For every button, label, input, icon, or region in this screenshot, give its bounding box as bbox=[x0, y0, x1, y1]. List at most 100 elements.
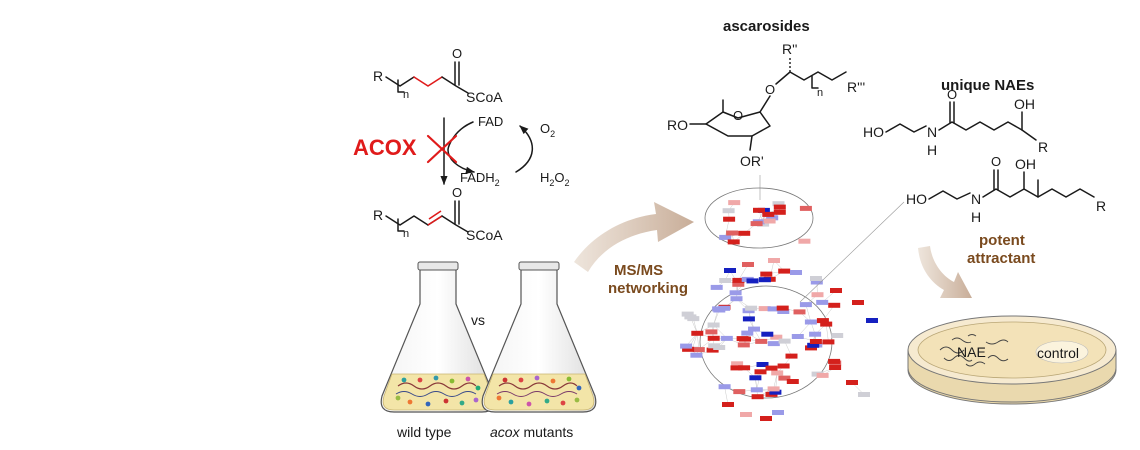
network-node bbox=[829, 365, 842, 370]
network-node bbox=[724, 268, 736, 273]
network-node bbox=[772, 201, 785, 207]
network-node bbox=[820, 321, 833, 327]
network-node bbox=[760, 416, 772, 421]
network-node bbox=[730, 365, 743, 371]
network-node bbox=[719, 234, 732, 240]
substrate-oxygen-label: O bbox=[452, 46, 462, 61]
network-node bbox=[713, 345, 726, 350]
network-edge bbox=[773, 372, 778, 389]
network-node bbox=[793, 309, 806, 315]
network-node bbox=[767, 341, 780, 347]
network-node bbox=[810, 279, 823, 285]
network-node bbox=[710, 284, 723, 290]
network-node bbox=[738, 365, 751, 371]
network-node bbox=[770, 334, 783, 340]
network-node bbox=[804, 319, 817, 325]
product-structure: R n O SCoA bbox=[373, 185, 503, 243]
nae1-o: O bbox=[947, 87, 957, 102]
substrate-n-label: n bbox=[403, 89, 409, 101]
acox-italic-label: acox bbox=[490, 424, 521, 440]
naes-title: unique NAEs bbox=[941, 77, 1034, 94]
fadh2-label: FADH bbox=[460, 170, 495, 185]
network-node bbox=[723, 216, 736, 222]
potent-label-line1: potent bbox=[979, 232, 1025, 249]
h2o2-o: O bbox=[554, 170, 564, 185]
network-edge bbox=[725, 219, 730, 238]
dish-arrow-icon bbox=[918, 246, 972, 298]
substrate-r-label: R bbox=[373, 68, 383, 84]
ascaroside-ring-o: O bbox=[733, 108, 743, 123]
network-node bbox=[830, 288, 842, 293]
network-node bbox=[790, 270, 802, 275]
network-node bbox=[772, 410, 784, 415]
flask-acox-mutants bbox=[481, 261, 597, 413]
nae2-n: N bbox=[971, 191, 981, 207]
network-node bbox=[765, 365, 778, 371]
network-node bbox=[791, 334, 804, 339]
network-edge bbox=[692, 333, 698, 350]
network-node bbox=[750, 387, 763, 393]
network-node bbox=[778, 375, 791, 381]
nae1-h: H bbox=[927, 142, 937, 158]
network-node bbox=[753, 207, 765, 213]
network-node bbox=[758, 306, 771, 312]
network-node bbox=[866, 318, 878, 323]
network-node bbox=[761, 331, 774, 337]
flask-wild-type bbox=[380, 261, 496, 413]
network-edge bbox=[822, 305, 835, 321]
network-node bbox=[786, 379, 799, 384]
substrate-scoa-label: SCoA bbox=[466, 89, 503, 105]
network-cluster-small bbox=[704, 187, 814, 249]
network-node bbox=[767, 306, 780, 312]
h2o2-sub-a: 2 bbox=[549, 178, 554, 188]
nae1-oh: OH bbox=[1014, 96, 1035, 112]
network-node bbox=[799, 205, 812, 211]
product-n-label: n bbox=[403, 228, 409, 240]
network-node bbox=[809, 331, 822, 337]
fad-label: FAD bbox=[478, 114, 503, 129]
network-node bbox=[755, 338, 768, 344]
network-node bbox=[742, 316, 755, 322]
network-edge bbox=[697, 333, 699, 350]
network-edge bbox=[755, 377, 758, 397]
vs-label: vs bbox=[471, 312, 485, 328]
petri-dish bbox=[907, 315, 1117, 405]
network-node bbox=[858, 392, 870, 397]
network-node bbox=[828, 302, 841, 308]
nae2-ho: HO bbox=[906, 191, 927, 207]
network-node bbox=[769, 389, 782, 395]
network-node bbox=[799, 302, 812, 308]
network-edge bbox=[825, 324, 829, 342]
h2o2-sub-b: 2 bbox=[565, 178, 570, 188]
nae1-r: R bbox=[1038, 139, 1048, 155]
nae2-r: R bbox=[1096, 198, 1106, 214]
product-oxygen-label: O bbox=[452, 185, 462, 200]
network-node bbox=[785, 353, 798, 359]
network-edge bbox=[724, 386, 729, 405]
network-node bbox=[778, 338, 791, 344]
network-node bbox=[809, 339, 822, 344]
ascaroside-structure: RO OR' O O R'' n R''' bbox=[667, 41, 865, 169]
network-node bbox=[737, 342, 750, 348]
network-node bbox=[852, 300, 864, 305]
wild-type-label: wild type bbox=[396, 424, 452, 440]
network-node bbox=[722, 402, 734, 407]
ascaroside-n: n bbox=[817, 87, 823, 99]
network-node bbox=[810, 276, 822, 281]
network-node bbox=[766, 215, 779, 221]
network-node bbox=[773, 204, 786, 210]
network-node bbox=[691, 330, 704, 336]
acox-reaction: FAD FADH2 ACOX O2 H2O2 bbox=[353, 114, 570, 188]
network-node bbox=[773, 209, 786, 215]
network-node bbox=[811, 292, 824, 298]
ascaroside-r2: R'' bbox=[782, 41, 797, 57]
flow-arrow-icon bbox=[574, 202, 694, 272]
mutants-label: mutants bbox=[520, 424, 574, 440]
network-node bbox=[751, 394, 764, 400]
network-node bbox=[680, 343, 693, 349]
network-node bbox=[758, 277, 771, 283]
network-node bbox=[731, 361, 744, 367]
network-node bbox=[692, 347, 705, 353]
network-node bbox=[733, 389, 746, 395]
